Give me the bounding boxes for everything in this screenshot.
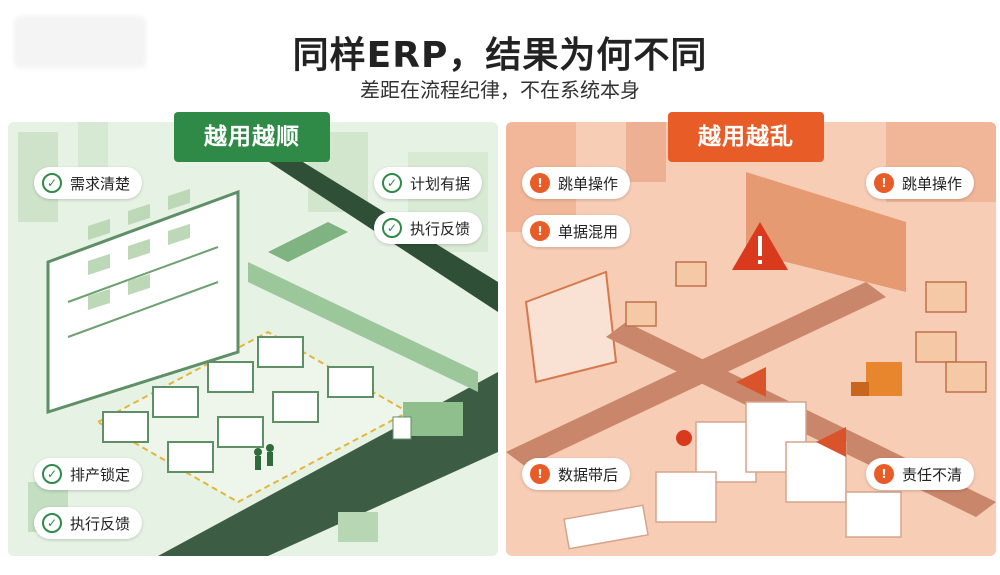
tag-label: 数据带后 [558, 465, 619, 484]
tag-label: 执行反馈 [70, 514, 131, 533]
tag-skip-orders-right: ! 跳单操作 [866, 167, 975, 199]
check-icon: ✓ [382, 218, 402, 238]
page-title: 同样ERP，结果为何不同 [292, 35, 708, 76]
tag-execution-feedback-top: ✓ 执行反馈 [374, 212, 483, 244]
tag-label: 计划有据 [410, 174, 471, 193]
orderly-factory-illustration [18, 122, 498, 556]
warning-icon: ! [874, 464, 894, 484]
orderly-banner: 越用越顺 [174, 112, 330, 162]
chaotic-banner: 越用越乱 [668, 112, 824, 162]
tag-execution-feedback-bottom: ✓ 执行反馈 [34, 507, 143, 539]
tag-label: 责任不清 [902, 465, 963, 484]
tag-mixed-documents: ! 单据混用 [522, 215, 631, 247]
check-icon: ✓ [382, 173, 402, 193]
check-icon: ✓ [42, 173, 62, 193]
tag-plan-grounded: ✓ 计划有据 [374, 167, 483, 199]
tag-label: 执行反馈 [410, 219, 471, 238]
warning-icon: ! [530, 221, 550, 241]
warning-icon: ! [530, 173, 550, 193]
tag-label: 跳单操作 [558, 174, 619, 193]
page-subtitle: 差距在流程纪律，不在系统本身 [360, 78, 640, 102]
tag-unclear-responsibility: ! 责任不清 [866, 458, 975, 490]
tag-data-lag: ! 数据带后 [522, 458, 631, 490]
tag-skip-orders-left: ! 跳单操作 [522, 167, 631, 199]
check-icon: ✓ [42, 513, 62, 533]
tag-schedule-locked: ✓ 排产锁定 [34, 458, 143, 490]
warning-icon: ! [874, 173, 894, 193]
logo-placeholder [14, 16, 146, 68]
tag-label: 单据混用 [558, 222, 619, 241]
tag-label: 需求清楚 [70, 174, 131, 193]
tag-label: 排产锁定 [70, 465, 131, 484]
warning-icon: ! [530, 464, 550, 484]
tag-demand-clear: ✓ 需求清楚 [34, 167, 143, 199]
tag-label: 跳单操作 [902, 174, 963, 193]
check-icon: ✓ [42, 464, 62, 484]
